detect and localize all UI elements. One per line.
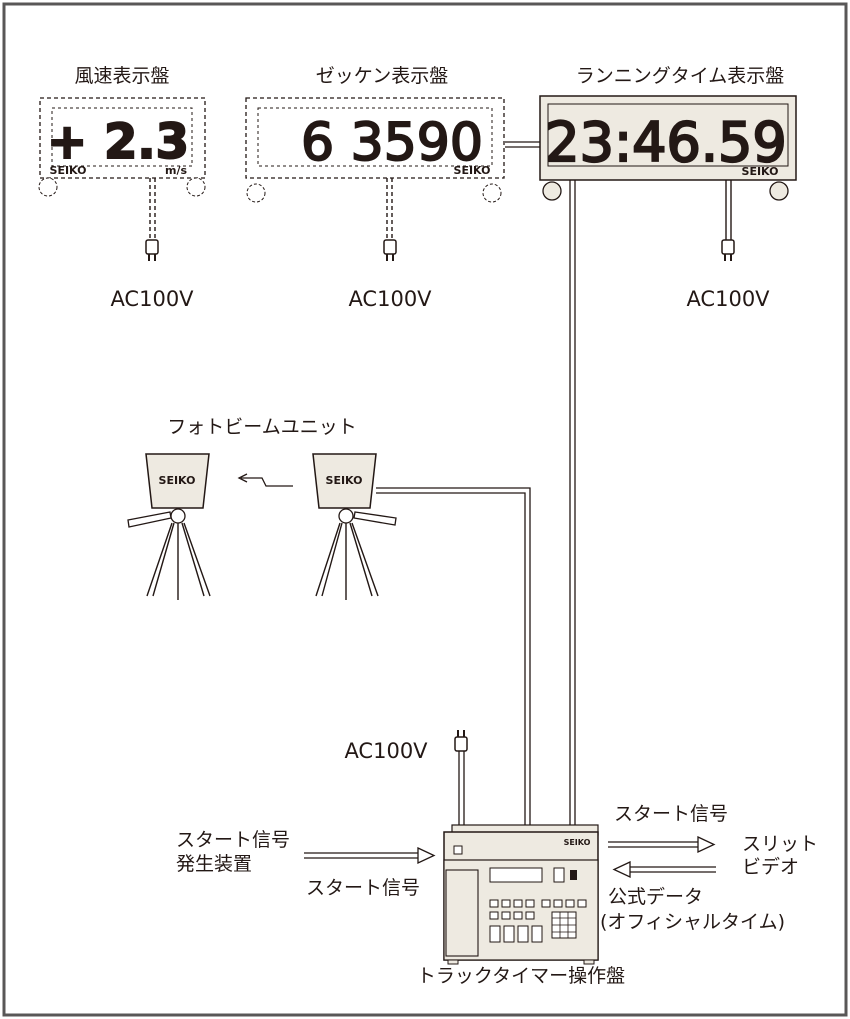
photobeam-units: フォトビームユニット SEIKO SEIKO [127,416,531,826]
start-signal-in-label: スタート信号 [306,877,420,899]
official-data-label-2: (オフィシャルタイム) [600,911,785,933]
svg-text:SEIKO: SEIKO [564,838,591,847]
bib-power-label: AC100V [348,287,432,311]
power-plug-icon [454,730,468,752]
controller-power-label: AC100V [344,739,428,763]
power-plug-icon [383,239,397,261]
running-power-label: AC100V [686,287,770,311]
svg-text:SEIKO: SEIKO [159,474,196,487]
bib-number-value: 6 3590 [301,113,483,173]
slit-video-label-2: ビデオ [742,856,799,878]
start-generator-label-1: スタート信号 [176,829,290,851]
slit-video-label-1: スリット [742,833,818,855]
power-plug-icon [721,239,735,261]
wind-power-label: AC100V [110,287,194,311]
wind-board-brand: SEIKO [50,164,87,177]
bib-board-label: ゼッケン表示盤 [316,65,448,87]
power-plug-icon [145,239,159,261]
track-timer-controller: SEIKO トラックタイマー操作盤 [417,824,625,987]
beam-arrow-icon [237,473,293,487]
start-signal-in-arrow-icon [304,846,436,865]
official-data-label-1: 公式データ [608,886,703,908]
wind-board-label: 風速表示盤 [74,65,169,87]
start-signal-out-arrow-icon [608,835,716,854]
wind-unit: m/s [165,164,187,177]
bib-board-brand: SEIKO [454,164,491,177]
running-board-label: ランニングタイム表示盤 [576,65,785,87]
official-data-arrow-icon [612,860,716,879]
photobeam-label: フォトビームユニット [167,416,356,438]
photobeam-emitter: SEIKO [312,453,397,600]
start-generator-label-2: 発生装置 [176,853,252,875]
photobeam-receiver: SEIKO [127,453,211,600]
running-time-value: 23:46.59 [545,111,787,174]
start-signal-out-label: スタート信号 [614,803,728,825]
svg-text:SEIKO: SEIKO [326,474,363,487]
controller-label: トラックタイマー操作盤 [417,965,625,987]
running-board-brand: SEIKO [742,165,779,178]
running-time-board: ランニングタイム表示盤 23:46.59 SEIKO AC100V [539,65,797,311]
bib-number-board: ゼッケン表示盤 6 3590 SEIKO AC100V [245,65,505,311]
wind-speed-board: 風速表示盤 + 2.3 SEIKO m/s AC100V [38,65,206,311]
wind-speed-value: + 2.3 [47,114,189,170]
